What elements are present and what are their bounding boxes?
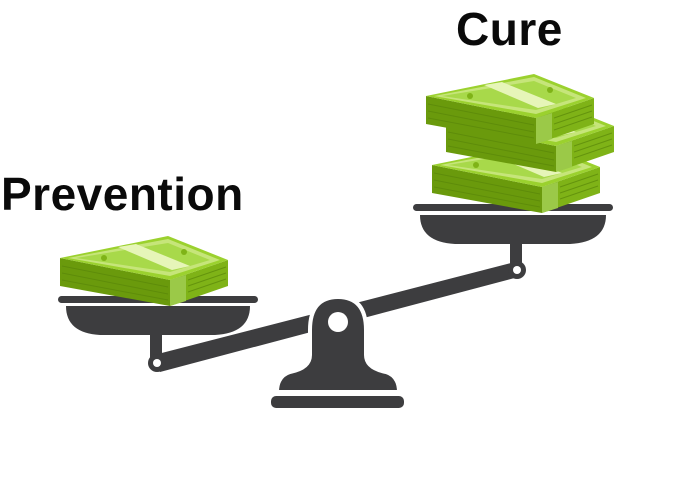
left-pan <box>58 296 258 372</box>
scale-fulcrum <box>271 294 404 408</box>
right-pan <box>413 204 613 279</box>
right-money-stacks <box>425 73 615 214</box>
cure-label: Cure <box>456 3 563 55</box>
prevention-label: Prevention <box>1 168 244 220</box>
left-money-stack <box>59 235 229 307</box>
